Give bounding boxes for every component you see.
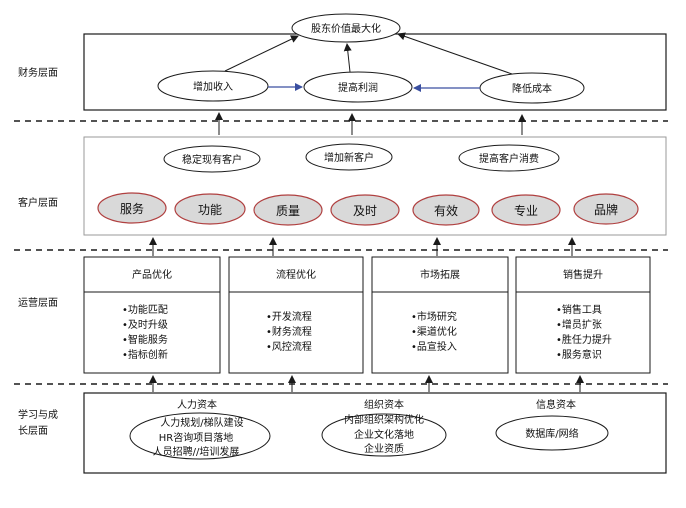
layer-label-finance: 财务层面 [18, 66, 58, 79]
capital-org-title: 组织资本 [364, 398, 404, 411]
customer-goal-retain [163, 145, 261, 173]
customer-attributes: 服务 功能 质量 及时 有效 专业 品牌 [97, 192, 639, 226]
capital-item: 企业文化落地 [354, 428, 414, 441]
layer-label-learning-line1: 学习与成 [18, 408, 58, 421]
capital-item: 人力规划/梯队建设 [160, 416, 243, 429]
ops-item: •品宣投入 [411, 340, 457, 353]
ops-item: •胜任力提升 [556, 333, 612, 346]
ops-box-product-title: 产品优化 [132, 268, 172, 281]
capital-item: 内部组织架构优化 [344, 413, 424, 426]
attr-function [174, 193, 246, 225]
learning-panel [83, 392, 667, 474]
attr-effective [412, 194, 480, 226]
capital-org-node [321, 413, 447, 457]
ops-item: •智能服务 [122, 333, 168, 346]
ops-item: •功能匹配 [122, 303, 168, 316]
ops-item: •服务意识 [556, 348, 602, 361]
attr-professional-label: 专业 [514, 203, 538, 218]
finance-node-profit [303, 71, 413, 103]
capital-info-node [495, 415, 609, 451]
arrow-revenue-to-goal [224, 35, 299, 72]
top-goal-label: 股东价值最大化 [311, 22, 381, 35]
attr-timely [330, 194, 400, 226]
attr-professional [491, 194, 561, 226]
ops-item: •指标创新 [122, 348, 168, 361]
attr-service-label: 服务 [120, 201, 144, 216]
attr-function-label: 功能 [198, 203, 222, 217]
attr-timely-label: 及时 [353, 204, 377, 218]
ops-item: •渠道优化 [411, 325, 457, 338]
ops-box-product: 产品优化 •功能匹配 •及时升级 •智能服务 •指标创新 [83, 256, 221, 374]
ops-item: •增员扩张 [556, 318, 602, 331]
ops-box-sales: 销售提升 •销售工具 •增员扩张 •胜任力提升 •服务意识 [515, 256, 651, 374]
ops-item: •销售工具 [556, 303, 602, 316]
finance-node-revenue-label: 增加收入 [193, 80, 233, 93]
attr-brand-label: 品牌 [594, 203, 618, 217]
attr-quality-label: 质量 [276, 204, 300, 218]
ops-box-market-title: 市场拓展 [420, 268, 460, 281]
ops-box-process: 流程优化 •开发流程 •财务流程 •风控流程 [228, 256, 364, 374]
attr-service [97, 192, 167, 224]
attr-brand [573, 193, 639, 225]
customer-goal-new [305, 143, 393, 171]
arrow-cost-to-goal [397, 32, 513, 75]
ops-item: •开发流程 [266, 310, 312, 323]
ops-box-sales-title: 销售提升 [563, 268, 603, 281]
capital-info-title: 信息资本 [536, 398, 576, 411]
customer-goal-spend [458, 144, 560, 172]
capital-human-node [129, 412, 271, 460]
capital-item: 数据库/网络 [525, 427, 578, 440]
capital-item: 人员招聘//培训发展 [153, 445, 240, 458]
ops-item: •财务流程 [266, 325, 312, 338]
finance-node-profit-label: 提高利润 [338, 81, 378, 94]
customer-goal-spend-label: 提高客户消费 [479, 152, 539, 165]
customer-goal-retain-label: 稳定现有客户 [182, 153, 242, 166]
layer-label-customer: 客户层面 [18, 196, 58, 209]
ops-item: •市场研究 [411, 310, 457, 323]
ops-box-process-title: 流程优化 [276, 268, 316, 281]
ops-item: •风控流程 [266, 340, 312, 353]
layer-label-operations: 运营层面 [18, 296, 58, 309]
attr-quality [253, 194, 323, 226]
finance-node-revenue [157, 70, 269, 102]
capital-item: 企业资质 [364, 442, 404, 455]
customer-panel [83, 136, 667, 236]
customer-goal-new-label: 增加新客户 [324, 151, 374, 164]
capital-human-title: 人力资本 [177, 398, 217, 411]
top-goal-node [291, 13, 401, 43]
layer-label-learning-line2: 长层面 [18, 425, 48, 437]
arrow-profit-to-goal [343, 43, 352, 73]
ops-item: •及时升级 [122, 319, 168, 331]
attr-effective-label: 有效 [434, 203, 458, 218]
capital-item: HR咨询项目落地 [159, 431, 233, 444]
ops-box-market: 市场拓展 •市场研究 •渠道优化 •品宣投入 [371, 256, 509, 374]
finance-node-cost-label: 降低成本 [512, 82, 552, 95]
